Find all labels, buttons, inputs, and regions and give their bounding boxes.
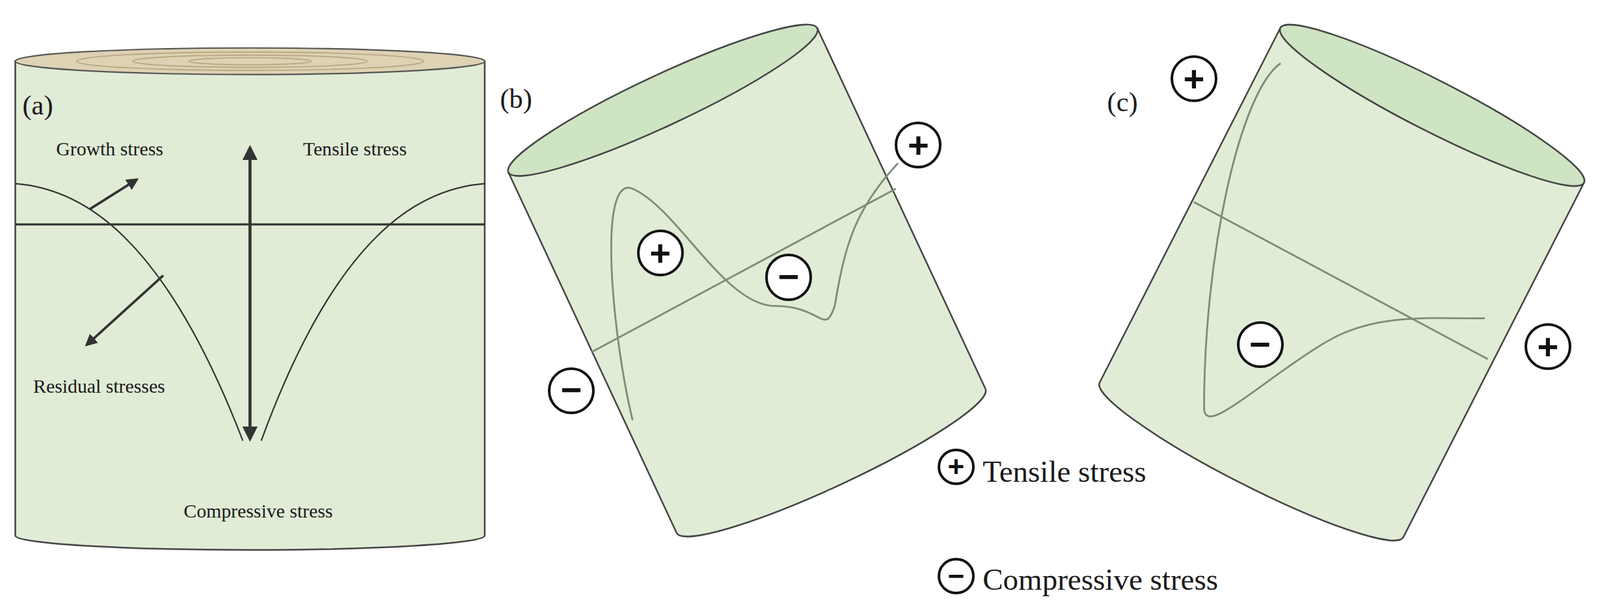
sign-circle: − bbox=[547, 367, 595, 415]
panel-label: (a) bbox=[22, 89, 54, 122]
log-cylinder bbox=[15, 48, 485, 551]
stress-label: Tensile stress bbox=[303, 137, 407, 161]
sign-circle: − bbox=[1236, 321, 1284, 369]
stress-label: Residual stresses bbox=[30, 375, 168, 398]
sign-symbol: + bbox=[948, 452, 965, 482]
leaning-stem-b bbox=[497, 5, 997, 557]
sign-symbol: + bbox=[1182, 60, 1205, 97]
panel-label: (c) bbox=[1107, 85, 1139, 118]
sign-symbol: − bbox=[1249, 326, 1271, 364]
stress-profile-b bbox=[592, 163, 898, 421]
leaning-stem-c bbox=[1087, 5, 1596, 561]
stress-profile-c bbox=[1193, 63, 1489, 417]
stress-label: Growth stress bbox=[55, 137, 164, 161]
legend-text: Compressive stress bbox=[982, 562, 1219, 598]
sign-symbol: − bbox=[778, 258, 800, 296]
sign-symbol: + bbox=[1537, 328, 1560, 366]
sign-circle: − bbox=[765, 253, 813, 301]
sign-circle: + bbox=[637, 229, 684, 277]
sign-symbol: − bbox=[948, 562, 965, 591]
sign-circle: + bbox=[937, 448, 975, 486]
sign-symbol: + bbox=[907, 126, 930, 164]
sign-symbol: − bbox=[560, 372, 583, 409]
sign-symbol: + bbox=[649, 234, 671, 272]
sign-circle: − bbox=[937, 558, 975, 595]
sign-circle: + bbox=[894, 121, 942, 169]
sign-circle: + bbox=[1170, 55, 1218, 103]
stress-label: Compressive stress bbox=[183, 500, 333, 523]
legend-text: Tensile stress bbox=[982, 453, 1146, 489]
sign-circle: + bbox=[1524, 323, 1572, 371]
panel-label: (b) bbox=[499, 83, 532, 116]
